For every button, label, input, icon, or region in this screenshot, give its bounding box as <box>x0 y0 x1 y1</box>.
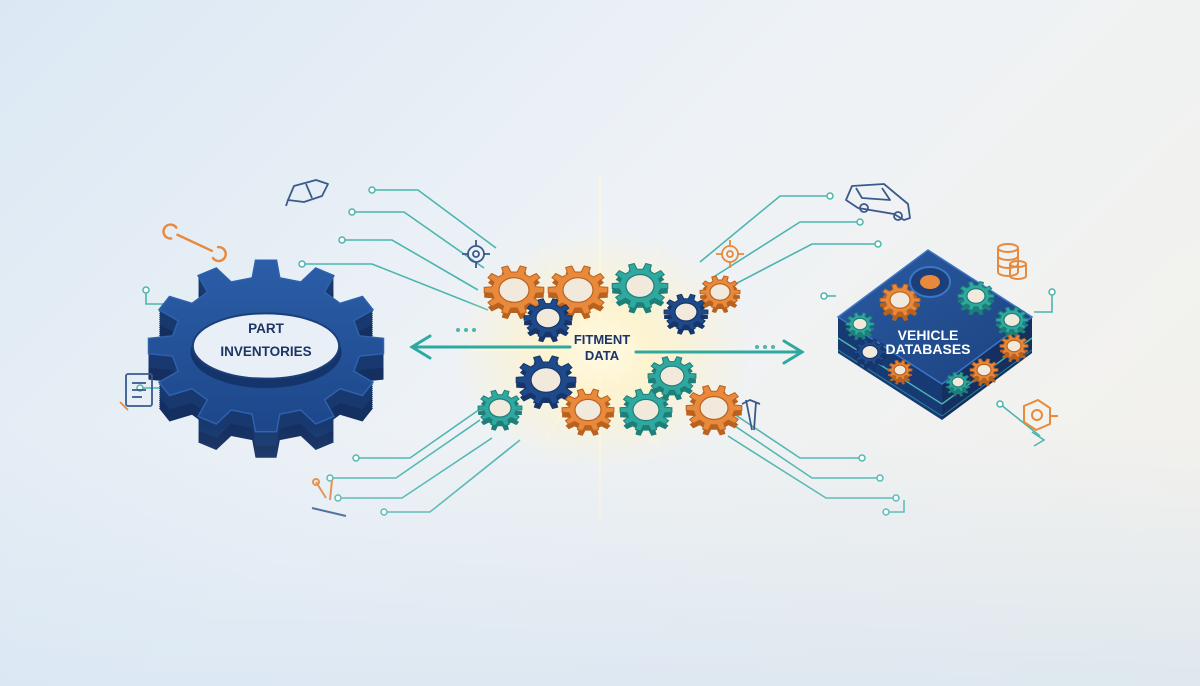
circuit-line-11 <box>699 195 830 263</box>
circuit-node-4 <box>298 260 306 268</box>
circuit-node-11 <box>826 192 834 200</box>
circuit-line-3 <box>342 239 479 291</box>
db-gear-5 <box>853 338 887 370</box>
circuit-node-19 <box>882 508 890 516</box>
db-gear-2 <box>957 281 995 316</box>
cluster-gear-9 <box>561 388 615 436</box>
circuit-node-3 <box>338 236 346 244</box>
checklist-icon <box>119 373 153 411</box>
cluster-gear-12 <box>647 356 697 401</box>
circuit-node-6 <box>352 454 360 462</box>
db-gear-4 <box>845 312 875 341</box>
circuit-node-15 <box>1048 288 1056 296</box>
steering-icon <box>285 179 329 207</box>
cluster-gear-7 <box>515 355 577 410</box>
vehicle-databases-label-line2: DATABASES <box>885 341 970 357</box>
coins-icon <box>997 243 1027 280</box>
wrench-small-icon <box>741 399 761 431</box>
circuit-node-14 <box>820 292 828 300</box>
circuit-node-9 <box>380 508 388 516</box>
circuit-node-17 <box>876 474 884 482</box>
circuit-line-8 <box>338 437 493 499</box>
arrow-left <box>409 334 572 360</box>
db-center-badge <box>909 266 951 298</box>
circuit-node-16 <box>858 454 866 462</box>
circuit-line-20 <box>999 403 1041 437</box>
cluster-gear-6 <box>699 275 741 313</box>
circuit-arrow-tip <box>1031 431 1046 447</box>
cluster-gear-11 <box>685 384 743 436</box>
circuit-node-1 <box>368 186 376 194</box>
vehicle-databases-block <box>836 249 1034 420</box>
circuit-node-13 <box>874 240 882 248</box>
arrow-dots <box>456 328 775 349</box>
cluster-gear-10 <box>619 388 673 436</box>
wrench-icon <box>162 223 227 263</box>
cluster-gear-4 <box>523 298 573 343</box>
cluster-gear-2 <box>547 265 609 320</box>
circuit-node-2 <box>348 208 356 216</box>
db-gear-1 <box>879 283 921 321</box>
db-gear-9 <box>945 371 971 397</box>
cluster-gear-1 <box>483 265 545 320</box>
gear-outline-icon <box>462 240 490 268</box>
circuit-line-2 <box>352 211 485 269</box>
db-gear-8 <box>999 334 1029 363</box>
circuit-line-7 <box>330 419 481 479</box>
fitment-data-label-line1: FITMENT <box>574 332 630 347</box>
circuit-line-1 <box>372 189 497 249</box>
circuit-node-8 <box>334 494 342 502</box>
circuit-line-19 <box>886 500 905 513</box>
circuit-node-7 <box>326 474 334 482</box>
cluster-gear-8 <box>477 389 523 431</box>
car-icon <box>845 183 911 221</box>
gear-outline-icon-right <box>716 240 744 268</box>
fitment-data-label-line2: DATA <box>585 348 620 363</box>
cluster-gear-5 <box>663 293 709 335</box>
circuit-lines <box>136 186 1056 516</box>
part-inventories-label-line2: INVENTORIES <box>220 344 311 359</box>
tools-icon <box>311 478 347 517</box>
circuit-line-4 <box>302 263 489 311</box>
fitment-gear-cluster <box>477 262 743 436</box>
part-inventories-label-line1: PART <box>248 321 285 336</box>
engine-icon <box>1023 398 1058 432</box>
circuit-node-20 <box>996 400 1004 408</box>
circuit-node-18 <box>892 494 900 502</box>
vehicle-databases-label-line1: VEHICLE <box>898 327 959 343</box>
db-gear-7 <box>969 358 999 387</box>
circuit-line-12 <box>711 221 860 279</box>
circuit-line-16 <box>715 401 862 459</box>
circuit-line-15 <box>1034 292 1053 313</box>
cluster-gear-3 <box>611 262 669 314</box>
circuit-line-9 <box>384 439 521 513</box>
circuit-line-13 <box>719 243 878 293</box>
db-gear-6 <box>887 359 913 385</box>
circuit-line-17 <box>725 419 880 479</box>
circuit-line-6 <box>356 401 491 459</box>
part-inventories-gear <box>147 259 385 458</box>
db-gear-3 <box>995 306 1029 338</box>
arrow-right <box>634 339 805 365</box>
circuit-node-5 <box>142 286 150 294</box>
circuit-line-18 <box>727 435 896 499</box>
circuit-node-12 <box>856 218 864 226</box>
